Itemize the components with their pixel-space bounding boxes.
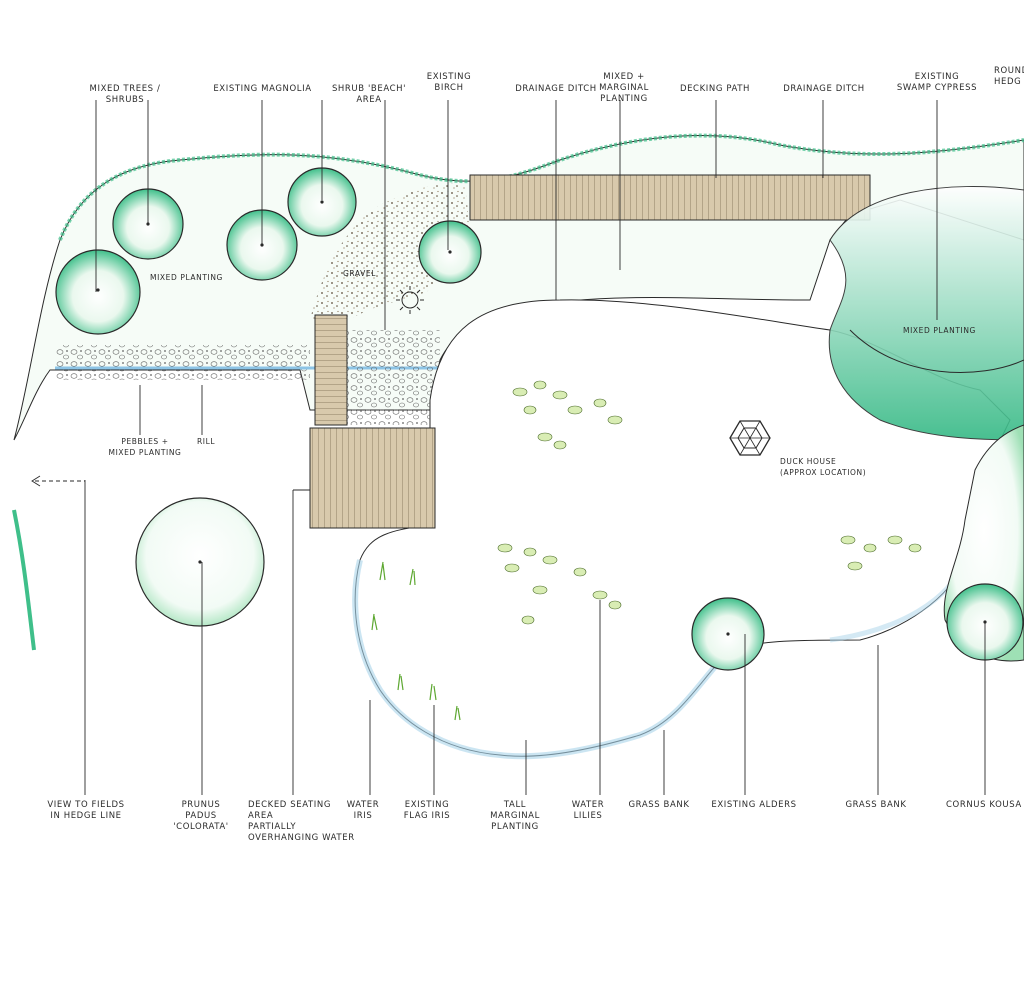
swamp-cypress-inner <box>849 329 1024 373</box>
left-hedge-line <box>12 509 36 651</box>
label-mixed-trees-shrubs: Mixed Trees / Shrubs <box>89 84 161 105</box>
label-drainage-ditch-left: Drainage Ditch <box>515 84 597 94</box>
water-lilies-3 <box>840 535 922 571</box>
label-mixed-planting-right: Mixed Planting <box>903 326 976 335</box>
label-shrub-beach-area: Shrub 'Beach' Area <box>331 84 407 105</box>
decked-seating-area <box>309 427 436 529</box>
label-rill: Rill <box>197 437 216 446</box>
water-lilies-1 <box>512 380 623 450</box>
label-prunus-padus: PrunusPadus'Colorata' <box>173 800 229 832</box>
water-lilies-2 <box>497 543 622 625</box>
label-existing-alders: Existing Alders <box>711 800 797 810</box>
view-arrow-icon <box>31 475 85 487</box>
leader-lines <box>84 100 986 795</box>
swamp-cypress <box>828 186 1024 441</box>
prunus-tree <box>135 497 265 627</box>
label-drainage-ditch-right: Drainage Ditch <box>783 84 865 94</box>
label-grass-bank-right: Grass Bank <box>845 800 907 810</box>
decking-step <box>314 314 348 426</box>
decking-path <box>469 174 871 221</box>
gravel-area <box>310 183 470 320</box>
label-pebbles-mixed-planting: Pebbles +Mixed Planting <box>108 437 182 457</box>
label-cornus-kousa: Cornus Kousa <box>946 800 1022 810</box>
label-water-lilies: WaterLilies <box>571 800 605 821</box>
label-mixed-marginal-planting: Mixed + MarginalPlanting <box>599 72 649 104</box>
alder-tree <box>691 597 765 671</box>
sun-feature-icon <box>396 286 424 314</box>
label-existing-flag-iris: ExistingFlag Iris <box>403 800 451 821</box>
label-tall-marginal-planting: TallMarginalPlanting <box>490 800 540 832</box>
birch-tree <box>418 220 482 284</box>
bed-edge-foliage <box>58 133 1024 241</box>
label-decked-seating-area: Decked SeatingAreaPartiallyOverhanging W… <box>248 800 355 843</box>
label-mixed-planting-left: Mixed Planting <box>150 273 223 282</box>
label-round-hedge: RoundHedg <box>994 66 1024 87</box>
iris-clumps <box>371 561 461 721</box>
label-gravel: Gravel <box>343 269 377 278</box>
duck-house-icon <box>729 420 771 456</box>
label-existing-magnolia: Existing Magnolia <box>213 84 312 94</box>
label-duck-house: Duck House(Approx Location) <box>780 457 867 477</box>
pebble-beach <box>340 330 440 425</box>
label-grass-bank-left: Grass Bank <box>628 800 690 810</box>
pebble-band <box>55 345 310 380</box>
label-existing-birch: ExistingBirch <box>426 72 472 93</box>
mixed-tree-1 <box>55 249 141 335</box>
label-decking-path: Decking Path <box>679 84 751 94</box>
label-swamp-cypress: ExistingSwamp Cypress <box>896 72 978 93</box>
label-water-iris: WaterIris <box>346 800 380 821</box>
pond-shore-water <box>352 559 733 760</box>
label-view-to-fields: View To FieldsIn Hedge Line <box>47 800 125 821</box>
